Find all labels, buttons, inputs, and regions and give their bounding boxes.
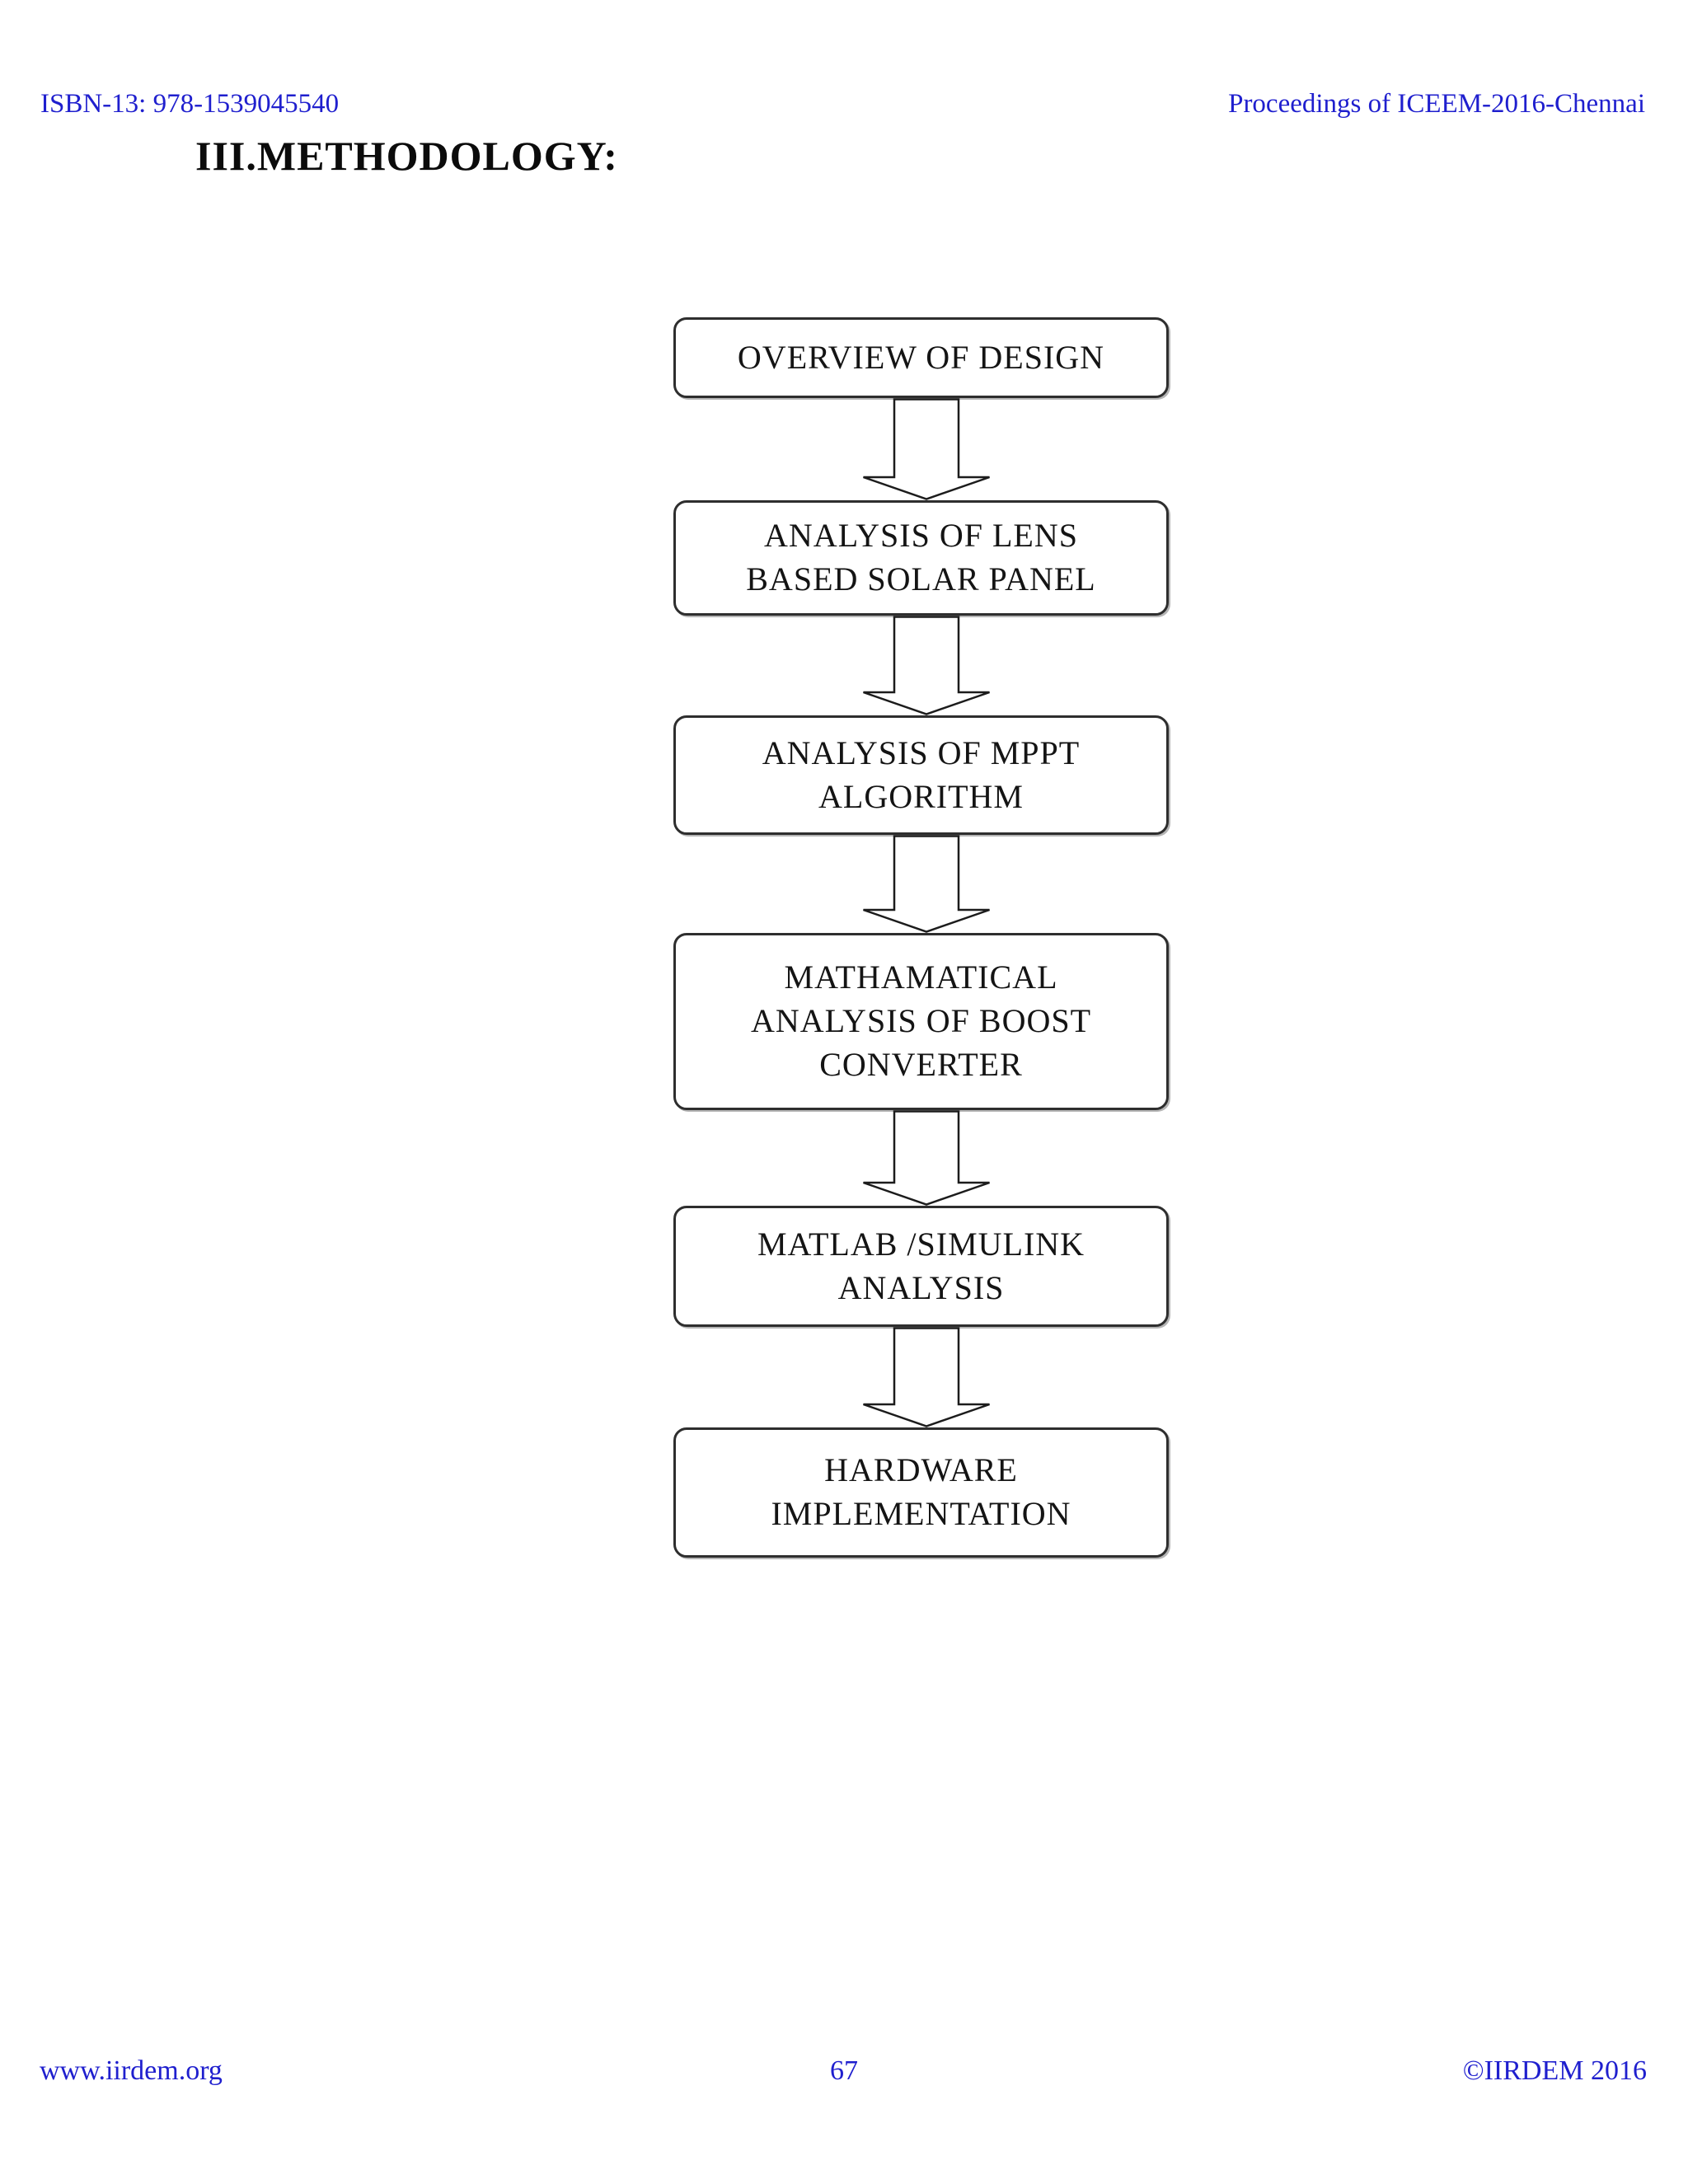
flow-step-analysis-lens-solar-panel: ANALYSIS OF LENS BASED SOLAR PANEL bbox=[673, 500, 1169, 616]
footer-url: www.iirdem.org bbox=[40, 2055, 223, 2086]
flow-step-hardware-implementation: HARDWARE IMPLEMENTATION bbox=[673, 1427, 1169, 1558]
footer-page-number: 67 bbox=[830, 2055, 858, 2086]
flow-step-matlab-simulink-analysis: MATLAB /SIMULINK ANALYSIS bbox=[673, 1206, 1169, 1327]
header-proceedings: Proceedings of ICEEM-2016-Chennai bbox=[1228, 89, 1645, 119]
down-arrow-icon bbox=[862, 1110, 991, 1206]
down-arrow-icon bbox=[862, 616, 991, 715]
flow-step-mathematical-analysis-boost-converter: MATHAMATICAL ANALYSIS OF BOOST CONVERTER bbox=[673, 933, 1169, 1110]
flow-step-overview-of-design: OVERVIEW OF DESIGN bbox=[673, 317, 1169, 398]
down-arrow-icon bbox=[862, 835, 991, 933]
header-isbn: ISBN-13: 978-1539045540 bbox=[40, 89, 340, 119]
footer-copyright: ©IIRDEM 2016 bbox=[1462, 2055, 1647, 2086]
down-arrow-icon bbox=[862, 398, 991, 500]
section-title: III.METHODOLOGY: bbox=[195, 133, 618, 179]
down-arrow-icon bbox=[862, 1327, 991, 1427]
flow-step-analysis-mppt-algorithm: ANALYSIS OF MPPT ALGORITHM bbox=[673, 715, 1169, 835]
